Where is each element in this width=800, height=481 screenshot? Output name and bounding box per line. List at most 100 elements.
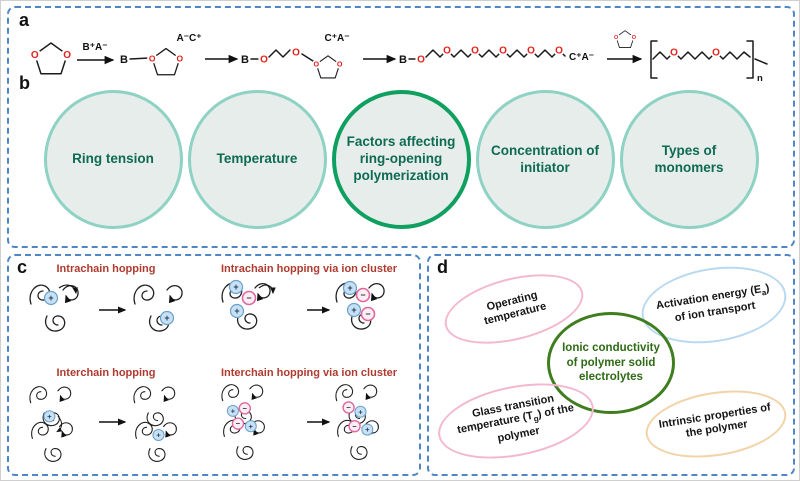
oxygen-atom: O [314, 60, 320, 69]
ellipse-text: Activation energy (Ea) of ion transport [655, 281, 771, 324]
chain-oxygen: O [553, 44, 565, 56]
polymer-chain-icon [336, 385, 377, 424]
ellipse-text: Glass transition temperature (Tg) of the… [456, 392, 576, 445]
oxygen-atom: O [555, 45, 563, 56]
panel-d-label: d [437, 257, 448, 277]
factor-label: Temperature [216, 151, 298, 167]
atom-mask [312, 59, 321, 69]
bond-line [301, 53, 314, 62]
svg-text:+: + [233, 282, 238, 292]
chain-bonds [268, 49, 291, 58]
atom-mask [147, 53, 158, 64]
panel-b-label: b [19, 73, 30, 93]
svg-text:−: − [352, 422, 357, 431]
cation-icon: + [354, 405, 367, 418]
cation-icon: + [152, 428, 165, 442]
cation-icon: + [346, 302, 362, 318]
initiator-label: B⁺A⁻ [83, 42, 108, 53]
factor-label: Concentration of initiator [491, 142, 599, 175]
dioxolane-ring: O O [612, 30, 638, 49]
oxygen-atom: O [31, 50, 39, 61]
b-group: B [399, 54, 407, 66]
atom-mask [415, 53, 427, 65]
atom-mask [174, 53, 185, 64]
oxocarbenium-label: A⁻C⁺ [177, 33, 202, 44]
repeat-subscript: n [757, 73, 763, 84]
factors-circles: Ring tension Temperature Factors affecti… [9, 90, 793, 229]
polymer-chain-icon [222, 283, 270, 329]
polymer-chain-icon [32, 422, 73, 461]
interchain-cluster-before: + − − + [222, 385, 264, 460]
factor-circle-ring-tension: Ring tension [43, 90, 183, 229]
anion-icon: − [342, 401, 355, 414]
oxygen-atom: O [632, 35, 637, 41]
chain-oxygen: O [497, 44, 509, 56]
oxygen-atom: O [670, 47, 678, 58]
chain-oxygen: O [668, 46, 680, 58]
anion-icon: − [355, 287, 371, 303]
intrachain-cluster-after: + − + − [336, 280, 384, 330]
oxygen-atom: O [499, 45, 507, 56]
oxygen-atom: O [471, 45, 479, 56]
panel-a-label: a [19, 10, 30, 30]
caption-interchain: Interchain hopping [57, 367, 156, 379]
anion-icon: − [231, 417, 245, 430]
cation-icon: + [43, 290, 59, 306]
dioxolane-ring: O O [28, 42, 74, 75]
chain-oxygen: O [710, 46, 722, 58]
polymer-chain-icon [134, 285, 182, 331]
anion-icon: − [238, 402, 252, 415]
panel-d-box: d Operating temperature Activation energ… [427, 254, 795, 476]
oxygen-atom: O [176, 53, 183, 63]
dioxolane-ring: O O [312, 55, 344, 79]
chain-oxygen: O [469, 44, 481, 56]
svg-text:−: − [365, 309, 370, 319]
oxygen-atom: O [527, 45, 535, 56]
chain-oxygen: O [525, 44, 537, 56]
factor-circle-initiator-concentration: Concentration of initiator [475, 90, 615, 229]
oxygen-atom: O [443, 45, 451, 56]
bond-line [754, 58, 768, 65]
factor-label: Types of monomers [654, 142, 724, 175]
polymer-chain [652, 51, 751, 60]
svg-text:+: + [249, 422, 254, 431]
chain-oxygen: O [290, 46, 302, 58]
svg-text:+: + [365, 425, 370, 434]
atom-mask [28, 48, 41, 61]
hop-arrow-icon [56, 415, 63, 433]
bond-line [129, 57, 150, 60]
polymer-chain-icon [134, 387, 175, 426]
polymer-chain-icon [136, 422, 177, 461]
svg-text:−: − [346, 403, 351, 412]
chain-oxygen: O [258, 53, 270, 65]
oxygen-atom: O [63, 50, 71, 61]
factor-circle-monomer-types: Types of monomers [619, 90, 759, 229]
cation-icon: + [159, 310, 175, 326]
caption-intrachain-cluster: Intrachain hopping via ion cluster [221, 263, 398, 275]
oxygen-atom: O [417, 54, 425, 65]
svg-text:+: + [164, 313, 169, 323]
factor-label: Ring tension [72, 151, 154, 167]
chain-oxygen: O [441, 44, 453, 56]
panel-c-label: c [17, 257, 28, 277]
ellipse-text: Intrinsic properties of the polymer [657, 400, 772, 441]
svg-text:−: − [360, 290, 365, 300]
dioxolane-ring: O O [147, 47, 185, 76]
interchain-after: + [134, 387, 176, 462]
atom-mask [290, 46, 302, 58]
panel-c-box: c Intrachain hopping Intrachain hopping … [7, 254, 421, 476]
intrachain-after: + [134, 285, 182, 331]
svg-text:+: + [351, 305, 356, 315]
factor-circle-temperature: Temperature [187, 90, 327, 229]
oxygen-atom: O [614, 35, 619, 41]
svg-text:−: − [236, 419, 241, 428]
factor-label: Factors affecting ring-opening polymeriz… [346, 134, 456, 183]
svg-text:+: + [231, 406, 236, 415]
anion-icon: − [348, 419, 361, 433]
intrachain-cluster-before: + − + [222, 279, 276, 330]
atom-mask [335, 59, 344, 69]
bracket-right [746, 40, 754, 79]
cation-icon: + [244, 420, 257, 433]
b-group: B [241, 54, 249, 66]
